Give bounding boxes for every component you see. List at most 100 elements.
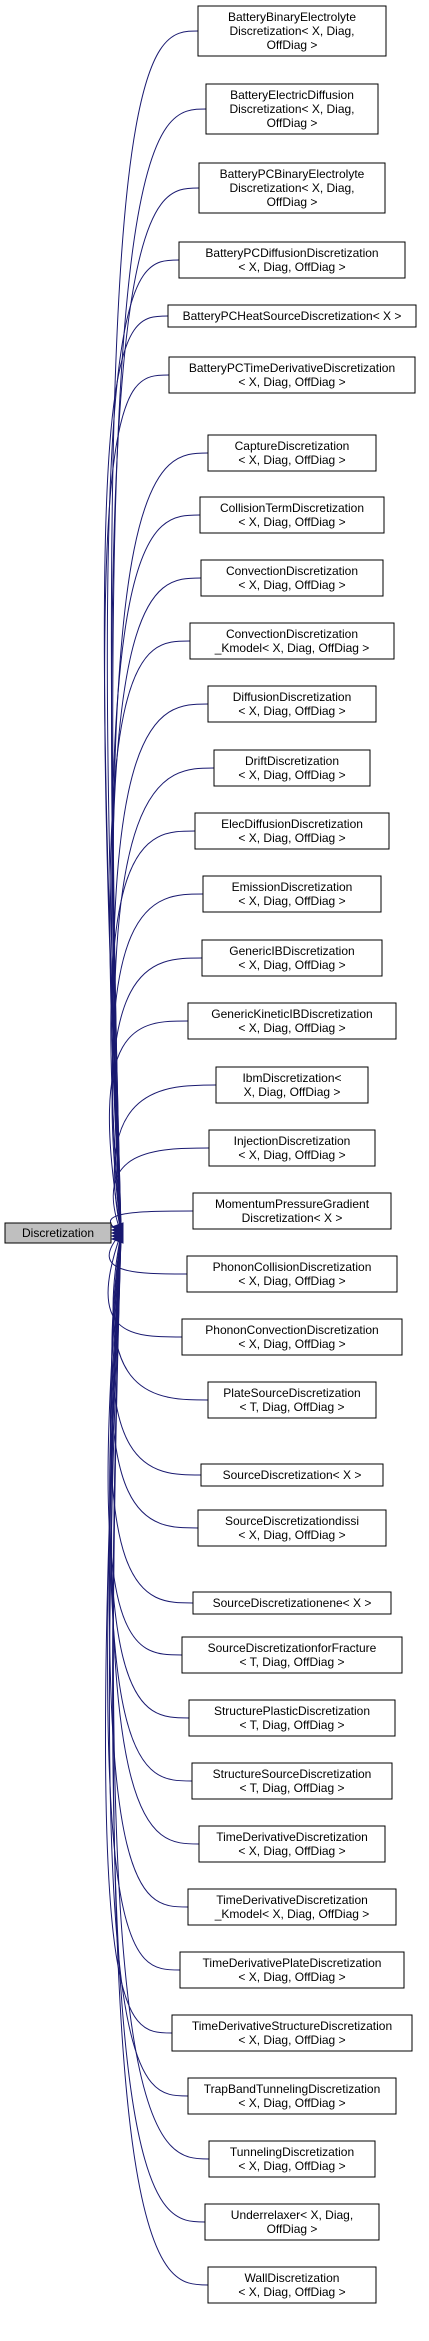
derived-class-label: SourceDiscretizationdissi	[225, 1514, 359, 1528]
derived-class-label: WallDiscretization	[245, 2271, 340, 2285]
derived-class-node[interactable]: BatteryElectricDiffusionDiscretization< …	[205, 83, 379, 135]
derived-class-label: < X, Diag, OffDiag >	[238, 1274, 345, 1288]
inheritance-edge	[108, 1232, 188, 1275]
derived-class-node[interactable]: IbmDiscretization<X, Diag, OffDiag >	[215, 1066, 369, 1104]
derived-class-node[interactable]: StructureSourceDiscretization< T, Diag, …	[191, 1762, 393, 1800]
derived-class-label: MomentumPressureGradient	[215, 1197, 370, 1211]
derived-class-box	[191, 1762, 393, 1800]
inheritance-edge	[104, 374, 170, 1230]
derived-class-node[interactable]: SourceDiscretizationforFracture< T, Diag…	[181, 1636, 403, 1674]
derived-class-node[interactable]: Underrelaxer< X, Diag,OffDiag >	[204, 2203, 380, 2241]
derived-class-box	[207, 1381, 377, 1419]
derived-class-label: StructurePlasticDiscretization	[214, 1704, 370, 1718]
derived-class-label: < X, Diag, OffDiag >	[238, 1844, 345, 1858]
derived-class-label: PhononConvectionDiscretization	[205, 1323, 378, 1337]
inheritance-edge	[108, 1020, 189, 1233]
derived-class-label: BatteryElectricDiffusion	[230, 88, 354, 102]
derived-class-box	[192, 1591, 392, 1615]
inheritance-edge	[109, 1234, 190, 1719]
derived-class-node[interactable]: TimeDerivativeStructureDiscretization< X…	[171, 2014, 413, 2052]
derived-class-node[interactable]: DiffusionDiscretization< X, Diag, OffDia…	[207, 685, 377, 723]
derived-class-label: OffDiag >	[267, 195, 318, 209]
derived-class-box	[188, 1699, 396, 1737]
derived-class-label: TunnelingDiscretization	[230, 2145, 354, 2159]
derived-class-label: < X, Diag, OffDiag >	[238, 2285, 345, 2299]
derived-class-node[interactable]: ConvectionDiscretization_Kmodel< X, Diag…	[189, 622, 395, 660]
derived-class-label: < X, Diag, OffDiag >	[238, 260, 345, 274]
derived-class-label: _Kmodel< X, Diag, OffDiag >	[214, 1907, 370, 1921]
derived-class-node[interactable]: TimeDerivativeDiscretization< X, Diag, O…	[198, 1825, 386, 1863]
derived-class-box	[187, 1002, 397, 1040]
inheritance-edge	[111, 1233, 202, 1476]
derived-class-node[interactable]: SourceDiscretizationene< X >	[192, 1591, 392, 1615]
derived-class-node[interactable]: EmissionDiscretization< X, Diag, OffDiag…	[202, 875, 382, 913]
derived-class-label: CollisionTermDiscretization	[220, 501, 364, 515]
derived-class-label: < X, Diag, OffDiag >	[238, 704, 345, 718]
derived-class-node[interactable]: GenericKineticIBDiscretization< X, Diag,…	[187, 1002, 397, 1040]
derived-class-node[interactable]: CollisionTermDiscretization< X, Diag, Of…	[199, 496, 385, 534]
inheritance-edge	[107, 1234, 183, 1656]
inheritance-edge	[112, 703, 209, 1231]
derived-class-node[interactable]: TrapBandTunnelingDiscretization< X, Diag…	[187, 2077, 397, 2115]
derived-class-box	[186, 1255, 398, 1293]
derived-class-node[interactable]: MomentumPressureGradientDiscretization< …	[192, 1192, 392, 1230]
derived-class-node[interactable]: PhononConvectionDiscretization< X, Diag,…	[181, 1318, 403, 1356]
derived-class-node[interactable]: WallDiscretization< X, Diag, OffDiag >	[207, 2266, 377, 2304]
derived-class-node[interactable]: TimeDerivativeDiscretization_Kmodel< X, …	[187, 1888, 397, 1926]
derived-class-label: SourceDiscretizationforFracture	[208, 1641, 377, 1655]
derived-class-node[interactable]: InjectionDiscretization< X, Diag, OffDia…	[208, 1129, 376, 1167]
derived-class-box	[205, 83, 379, 135]
derived-class-label: GenericIBDiscretization	[229, 944, 354, 958]
derived-class-box	[200, 559, 384, 597]
inheritance-edge	[112, 1236, 206, 2223]
inheritance-edge	[111, 577, 202, 1231]
inheritance-edge	[105, 1236, 173, 2034]
derived-class-node[interactable]: ElecDiffusionDiscretization< X, Diag, Of…	[194, 812, 390, 850]
derived-class-node[interactable]: TimeDerivativePlateDiscretization< X, Di…	[179, 1951, 405, 1989]
derived-class-label: IbmDiscretization<	[242, 1071, 341, 1085]
derived-class-node[interactable]: SourceDiscretizationdissi< X, Diag, OffD…	[197, 1509, 387, 1547]
node-discretization[interactable]: Discretization	[4, 1222, 112, 1244]
derived-class-box	[187, 2077, 397, 2115]
derived-class-node[interactable]: GenericIBDiscretization< X, Diag, OffDia…	[201, 939, 383, 977]
derived-class-node[interactable]: BatteryPCDiffusionDiscretization< X, Dia…	[178, 241, 406, 279]
derived-class-label: < X, Diag, OffDiag >	[238, 1337, 345, 1351]
derived-class-label: < X, Diag, OffDiag >	[238, 1970, 345, 1984]
root-node-box	[4, 1222, 112, 1244]
derived-class-label: Discretization< X, Diag,	[229, 24, 354, 38]
derived-class-node[interactable]: BatteryBinaryElectrolyteDiscretization< …	[197, 5, 387, 57]
derived-class-label: < X, Diag, OffDiag >	[238, 578, 345, 592]
derived-class-box	[207, 434, 377, 472]
derived-class-label: EmissionDiscretization	[232, 880, 353, 894]
inheritance-edge	[108, 1235, 189, 1908]
derived-class-node[interactable]: PlateSourceDiscretization< T, Diag, OffD…	[207, 1381, 377, 1419]
inheritance-edge	[112, 1233, 209, 1401]
derived-class-box	[208, 2140, 376, 2178]
derived-class-label: PhononCollisionDiscretization	[213, 1260, 372, 1274]
inheritance-edge	[109, 640, 191, 1231]
derived-class-label: Discretization< X, Diag,	[229, 102, 354, 116]
derived-class-node[interactable]: StructurePlasticDiscretization< T, Diag,…	[188, 1699, 396, 1737]
derived-class-label: < T, Diag, OffDiag >	[240, 1781, 345, 1795]
derived-class-box	[181, 1318, 403, 1356]
derived-class-node[interactable]: BatteryPCBinaryElectrolyteDiscretization…	[198, 162, 386, 214]
derived-class-node[interactable]: CaptureDiscretization< X, Diag, OffDiag …	[207, 434, 377, 472]
derived-class-node[interactable]: DriftDiscretization< X, Diag, OffDiag >	[213, 749, 371, 787]
derived-class-label: StructureSourceDiscretization	[213, 1767, 372, 1781]
inheritance-edge	[111, 1235, 200, 1845]
derived-class-label: < X, Diag, OffDiag >	[238, 1148, 345, 1162]
derived-class-node[interactable]: ConvectionDiscretization< X, Diag, OffDi…	[200, 559, 384, 597]
derived-class-node[interactable]: BatteryPCTimeDerivativeDiscretization< X…	[168, 356, 416, 394]
derived-class-label: TimeDerivativeStructureDiscretization	[192, 2019, 392, 2033]
derived-class-node[interactable]: TunnelingDiscretization< X, Diag, OffDia…	[208, 2140, 376, 2178]
arrowheads	[110, 1222, 124, 1244]
derived-class-node[interactable]: SourceDiscretization< X >	[200, 1463, 384, 1487]
derived-class-label: BatteryPCTimeDerivativeDiscretization	[189, 361, 395, 375]
derived-class-box	[204, 2203, 380, 2241]
derived-class-label: Discretization< X >	[242, 1211, 343, 1225]
inheritance-edge	[110, 830, 196, 1232]
derived-class-node[interactable]: PhononCollisionDiscretization< X, Diag, …	[186, 1255, 398, 1293]
derived-class-label: < X, Diag, OffDiag >	[238, 2096, 345, 2110]
derived-class-box	[167, 304, 417, 328]
derived-class-node[interactable]: BatteryPCHeatSourceDiscretization< X >	[167, 304, 417, 328]
